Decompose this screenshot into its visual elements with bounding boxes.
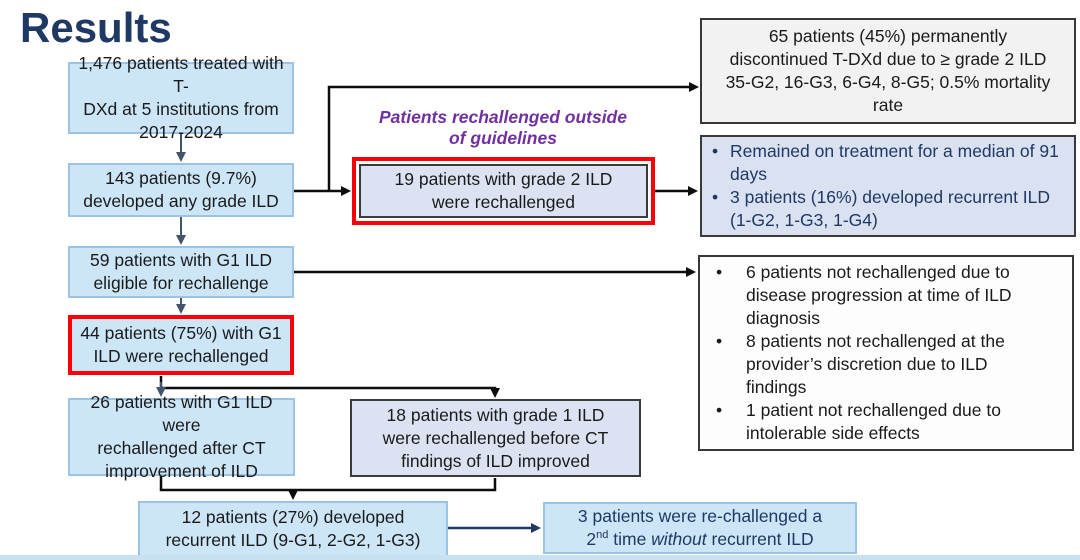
flow-box-rechallenged-g1-line: 44 patients (75%) with G1 bbox=[80, 323, 282, 343]
flow-box-recurrent-ild-line: 12 patients (27%) developed bbox=[181, 507, 405, 527]
outside-guidelines-note: Patients rechallenged outside of guideli… bbox=[348, 107, 658, 149]
grade2-outcome-item: • 3 patients (16%) developed recurrent I… bbox=[712, 186, 1066, 232]
info-box-discontinued-line: 65 patients (45%) permanently bbox=[768, 26, 1008, 46]
info-box-discontinued-line: discontinued T-DXd due to ≥ grade 2 ILD bbox=[729, 49, 1047, 69]
grade2-outcome-text: 3 patients (16%) developed recurrent ILD… bbox=[730, 187, 1051, 230]
flow-box-grade2-rechallenged-line: 19 patients with grade 2 ILD bbox=[394, 169, 613, 189]
not-rechallenged-reason-text: 6 patients not rechallenged due to disea… bbox=[746, 262, 1012, 328]
page-title: Results bbox=[20, 4, 172, 51]
flow-box-eligible: 59 patients with G1 ILD eligible for rec… bbox=[68, 246, 294, 298]
flow-box-recurrent-ild-line: recurrent ILD (9-G1, 2-G2, 1-G3) bbox=[165, 530, 421, 550]
info-box-discontinued: 65 patients (45%) permanently discontinu… bbox=[700, 18, 1076, 124]
second-rechallenge-emphasis: without bbox=[651, 529, 707, 549]
slide-bottom-accent-bar bbox=[0, 555, 1080, 560]
second-rechallenge-number: 2 bbox=[586, 529, 597, 549]
flow-box-grade2-rechallenged-highlight: 19 patients with grade 2 ILD were rechal… bbox=[352, 157, 655, 225]
bullet-glyph: • bbox=[712, 187, 719, 207]
flow-box-developed-ild-line: developed any grade ILD bbox=[83, 191, 279, 211]
not-rechallenged-reason-text: 1 patient not rechallenged due to intole… bbox=[746, 400, 1001, 443]
flow-box-treated-line: 2017-2024 bbox=[139, 122, 223, 142]
flow-box-eligible-line: eligible for rechallenge bbox=[93, 273, 269, 293]
outside-guidelines-note-line: of guidelines bbox=[449, 128, 557, 148]
grade2-outcome-item: • Remained on treatment for a median of … bbox=[712, 140, 1066, 186]
bullet-glyph: • bbox=[712, 141, 719, 161]
flow-box-rechallenged-g1-line: ILD were rechallenged bbox=[93, 346, 269, 366]
info-box-discontinued-line: 35-G2, 16-G3, 6-G4, 8-G5; 0.5% mortality bbox=[725, 72, 1051, 92]
not-rechallenged-reason-item: • 1 patient not rechallenged due to into… bbox=[716, 399, 1062, 445]
flow-box-treated-line: 1,476 patients treated with T- bbox=[78, 53, 284, 96]
flow-box-rechallenged-after-ct-line: rechallenged after CT bbox=[97, 438, 266, 458]
bullet-glyph: • bbox=[716, 262, 723, 282]
flow-box-grade2-rechallenged-line: were rechallenged bbox=[431, 192, 575, 212]
flow-box-second-rechallenge-line1: 3 patients were re-challenged a bbox=[577, 506, 823, 526]
not-rechallenged-reason-text: 8 patients not rechallenged at the provi… bbox=[746, 331, 1005, 397]
info-box-discontinued-line: rate bbox=[872, 95, 904, 115]
flow-box-rechallenged-before-ct-line: were rechallenged before CT bbox=[382, 427, 609, 448]
flow-box-rechallenged-g1: 44 patients (75%) with G1 ILD were recha… bbox=[68, 315, 294, 375]
second-rechallenge-ordinal-suffix: nd bbox=[596, 529, 609, 542]
flow-box-rechallenged-after-ct: 26 patients with G1 ILD were rechallenge… bbox=[68, 392, 295, 481]
flow-box-rechallenged-before-ct-line: findings of ILD improved bbox=[401, 450, 590, 471]
info-box-grade2-outcomes: • Remained on treatment for a median of … bbox=[700, 135, 1076, 237]
flow-box-grade2-rechallenged: 19 patients with grade 2 ILD were rechal… bbox=[359, 164, 648, 218]
bullet-glyph: • bbox=[716, 331, 723, 351]
second-rechallenge-mid: time bbox=[608, 529, 652, 549]
grade2-outcome-text: Remained on treatment for a median of 91… bbox=[730, 141, 1059, 184]
flow-box-second-rechallenge-line2: 2nd time without recurrent ILD bbox=[545, 528, 855, 551]
flow-box-rechallenged-before-ct: 18 patients with grade 1 ILD were rechal… bbox=[350, 399, 641, 477]
bullet-glyph: • bbox=[716, 400, 723, 420]
flow-box-developed-ild: 143 patients (9.7%) developed any grade … bbox=[68, 163, 294, 217]
flow-box-eligible-line: 59 patients with G1 ILD bbox=[90, 250, 272, 270]
flow-box-treated-line: DXd at 5 institutions from bbox=[83, 99, 279, 119]
flow-box-second-rechallenge: 3 patients were re-challenged a 2nd time… bbox=[543, 502, 857, 554]
not-rechallenged-reason-item: • 8 patients not rechallenged at the pro… bbox=[716, 330, 1062, 399]
second-rechallenge-tail: recurrent ILD bbox=[706, 529, 814, 549]
flow-box-rechallenged-after-ct-line: 26 patients with G1 ILD were bbox=[90, 392, 273, 435]
flow-box-treated: 1,476 patients treated with T- DXd at 5 … bbox=[68, 53, 294, 142]
not-rechallenged-reason-item: • 6 patients not rechallenged due to dis… bbox=[716, 261, 1062, 330]
flow-box-recurrent-ild: 12 patients (27%) developed recurrent IL… bbox=[138, 501, 448, 557]
info-box-not-rechallenged-reasons: • 6 patients not rechallenged due to dis… bbox=[698, 255, 1074, 451]
flow-box-developed-ild-line: 143 patients (9.7%) bbox=[105, 168, 257, 188]
outside-guidelines-note-line: Patients rechallenged outside bbox=[379, 107, 627, 127]
flow-box-rechallenged-after-ct-line: improvement of ILD bbox=[105, 461, 258, 481]
flow-box-rechallenged-before-ct-line: 18 patients with grade 1 ILD bbox=[386, 404, 605, 425]
